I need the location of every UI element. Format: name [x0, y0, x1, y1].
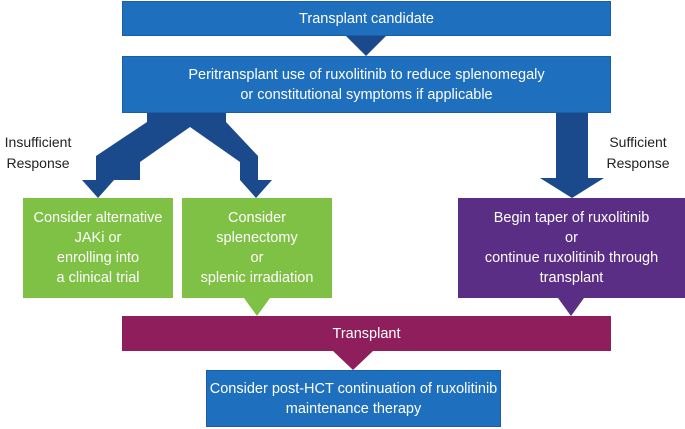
arrow-taper-to-transplant [558, 298, 584, 316]
node-taper-ruxolitinib: Begin taper of ruxolitinib or continue r… [458, 198, 685, 298]
arrow-transplant-to-post-hct [333, 351, 373, 370]
node-alternative-jaki: Consider alternative JAKi or enrolling i… [23, 198, 173, 298]
node-text: Peritransplant use of ruxolitinib to red… [188, 66, 545, 83]
node-transplant-candidate: Transplant candidate [122, 1, 611, 36]
arrow-splenectomy-to-transplant [244, 298, 270, 316]
arrow-peritransplant-to-options [82, 112, 272, 198]
arrow-candidate-to-peritransplant [346, 36, 386, 56]
node-peritransplant-ruxolitinib: Peritransplant use of ruxolitinib to red… [122, 56, 611, 113]
node-transplant: Transplant [122, 316, 611, 351]
node-text: Transplant candidate [299, 10, 434, 27]
node-splenectomy: Consider splenectomy or splenic irradiat… [182, 198, 332, 298]
arrow-peritransplant-to-taper [540, 112, 604, 198]
label-sufficient-response: Sufficient Response [606, 134, 670, 171]
node-text: or constitutional symptoms if applicable [240, 86, 493, 103]
node-post-hct-maintenance: Consider post-HCT continuation of ruxoli… [206, 370, 501, 427]
label-insufficient-response: Insufficient Response [4, 134, 72, 171]
